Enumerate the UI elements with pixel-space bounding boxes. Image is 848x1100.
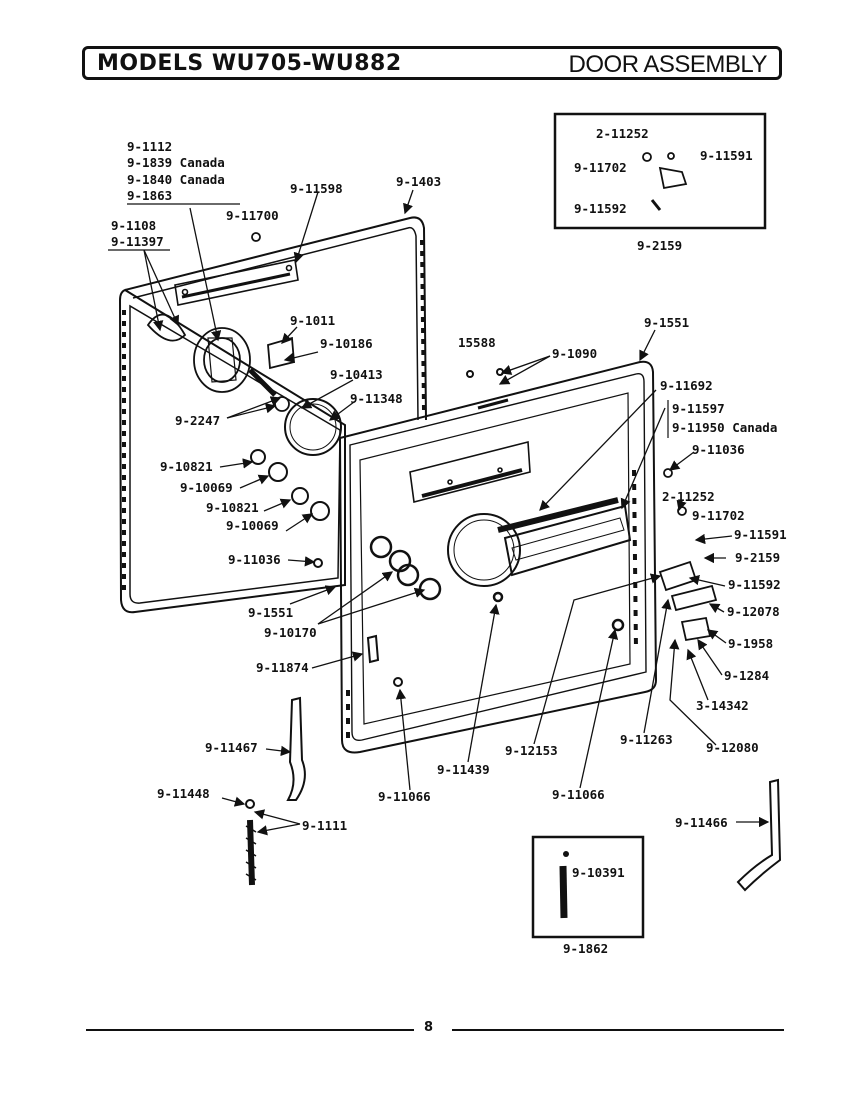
label-9-2159-right: 9-2159	[735, 550, 780, 565]
inner-door-panel	[338, 360, 658, 754]
label-9-11592-right: 9-11592	[728, 577, 781, 592]
footer-rule-left	[86, 1029, 414, 1031]
label-9-11397: 9-11397	[111, 234, 164, 249]
label-9-1403: 9-1403	[396, 174, 441, 189]
inset-label-9-11592: 9-11592	[574, 201, 627, 216]
inset-spring-box: 9-10391 9-1862	[531, 835, 645, 956]
label-9-1863: 9-1863	[127, 188, 172, 203]
label-9-11591-right: 9-11591	[734, 527, 787, 542]
page-number: 8	[424, 1020, 434, 1035]
dispenser-opening	[447, 513, 521, 587]
label-9-11439: 9-11439	[437, 762, 490, 777]
label-9-1090: 9-1090	[552, 346, 597, 361]
label-9-10186: 9-10186	[320, 336, 373, 351]
inner-panel-vent	[409, 440, 531, 504]
label-9-11448: 9-11448	[157, 786, 210, 801]
label-9-11874: 9-11874	[256, 660, 309, 675]
label-9-10821-a: 9-10821	[160, 459, 213, 474]
label-9-11692: 9-11692	[660, 378, 713, 393]
label-15588: 15588	[458, 335, 496, 350]
inset-label-9-11591: 9-11591	[700, 148, 753, 163]
label-9-11348: 9-11348	[350, 391, 403, 406]
label-9-11036-right: 9-11036	[692, 442, 745, 457]
inset-caption-9-2159: 9-2159	[637, 238, 682, 253]
dispenser-assembly	[497, 497, 632, 577]
label-underlines	[108, 203, 669, 438]
label-9-1011: 9-1011	[290, 313, 335, 328]
outer-panel-vent	[174, 259, 299, 306]
part-labels: 9-1112 9-1839 Canada 9-1840 Canada 9-186…	[111, 139, 787, 833]
label-9-10170: 9-10170	[264, 625, 317, 640]
label-9-11066-b: 9-11066	[552, 787, 605, 802]
label-9-11700: 9-11700	[226, 208, 279, 223]
label-9-11598: 9-11598	[290, 181, 343, 196]
label-9-12078: 9-12078	[727, 604, 780, 619]
label-9-11036-left: 9-11036	[228, 552, 281, 567]
outer-door-panel	[118, 216, 427, 614]
label-9-11702-right: 9-11702	[692, 508, 745, 523]
inset-caption-9-1862: 9-1862	[563, 941, 608, 956]
label-9-12080: 9-12080	[706, 740, 759, 755]
label-9-10069-b: 9-10069	[226, 518, 279, 533]
label-9-1108: 9-1108	[111, 218, 156, 233]
inset-label-9-10391: 9-10391	[572, 865, 625, 880]
inset-latch-box: 2-11252 9-11591 9-11702 9-11592 9-2159	[553, 112, 767, 253]
section-title: DOOR ASSEMBLY	[568, 51, 768, 78]
label-9-1839: 9-1839 Canada	[127, 155, 225, 170]
inset-label-2-11252: 2-11252	[596, 126, 649, 141]
label-9-1551-left: 9-1551	[248, 605, 293, 620]
label-9-1840: 9-1840 Canada	[127, 172, 225, 187]
label-2-11252-right: 2-11252	[662, 489, 715, 504]
label-3-14342: 3-14342	[696, 698, 749, 713]
lower-components	[366, 368, 504, 687]
label-9-1111: 9-1111	[302, 818, 347, 833]
models-title: MODELS WU705-WU882	[97, 51, 402, 76]
left-hinge	[245, 696, 306, 886]
label-9-1284: 9-1284	[724, 668, 769, 683]
label-9-1958: 9-1958	[728, 636, 773, 651]
left-grommets	[250, 449, 330, 568]
timer-knob-assembly	[146, 232, 295, 412]
rinse-aid-ring	[284, 398, 342, 456]
label-9-10069-a: 9-10069	[180, 480, 233, 495]
label-9-2247: 9-2247	[175, 413, 220, 428]
leader-lines	[143, 189, 770, 836]
label-9-1112: 9-1112	[127, 139, 172, 154]
label-9-11597: 9-11597	[672, 401, 725, 416]
label-9-10821-b: 9-10821	[206, 500, 259, 515]
label-9-12153: 9-12153	[505, 743, 558, 758]
page-header: MODELS WU705-WU882 DOOR ASSEMBLY	[82, 46, 782, 80]
inset-label-9-11702: 9-11702	[574, 160, 627, 175]
label-9-10413: 9-10413	[330, 367, 383, 382]
right-hinge	[736, 778, 782, 892]
label-9-1551-top: 9-1551	[644, 315, 689, 330]
label-9-11066-a: 9-11066	[378, 789, 431, 804]
footer-rule-right	[452, 1029, 784, 1031]
label-9-11263: 9-11263	[620, 732, 673, 747]
label-9-11467: 9-11467	[205, 740, 258, 755]
label-9-11466: 9-11466	[675, 815, 728, 830]
label-9-11950: 9-11950 Canada	[672, 420, 777, 435]
